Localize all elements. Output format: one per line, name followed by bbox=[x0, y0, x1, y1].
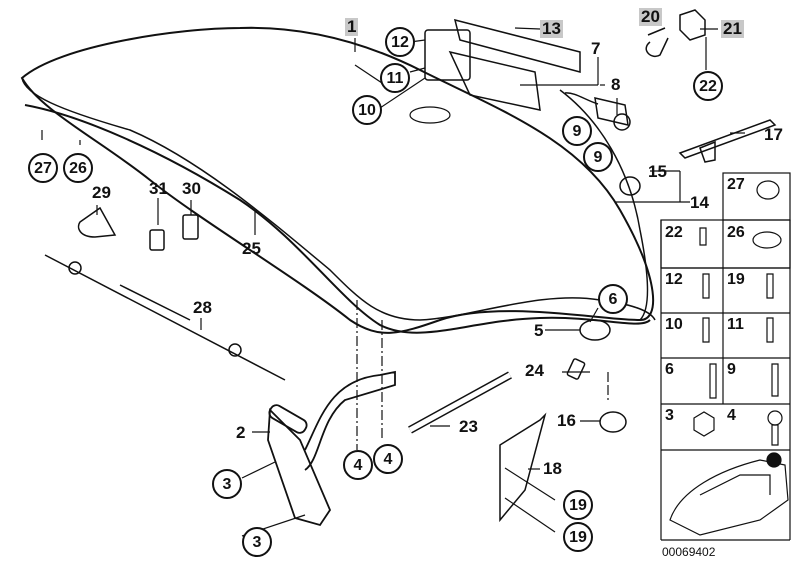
legend-cell-3[interactable]: 3 bbox=[665, 407, 674, 424]
callout-3-lower[interactable]: 3 bbox=[242, 527, 272, 557]
callout-1[interactable]: 1 bbox=[345, 17, 359, 36]
callout-21[interactable]: 21 bbox=[721, 19, 744, 38]
legend-cell-11[interactable]: 11 bbox=[727, 316, 744, 333]
buffer-15 bbox=[619, 176, 641, 196]
callout-5[interactable]: 5 bbox=[534, 321, 544, 340]
callout-13[interactable]: 13 bbox=[540, 19, 563, 38]
callout-6[interactable]: 6 bbox=[598, 284, 628, 314]
actuator-motor bbox=[564, 92, 631, 131]
callout-4-right[interactable]: 4 bbox=[373, 444, 403, 474]
car-illustration bbox=[669, 452, 789, 536]
trunk-lid-inner-edge bbox=[21, 77, 656, 321]
callout-24[interactable]: 24 bbox=[525, 361, 544, 380]
callout-4-left[interactable]: 4 bbox=[343, 450, 373, 480]
callout-10[interactable]: 10 bbox=[352, 95, 382, 125]
bracket-21 bbox=[645, 9, 706, 57]
legend-cell-10[interactable]: 10 bbox=[665, 316, 683, 333]
callout-9-upper[interactable]: 9 bbox=[562, 116, 592, 146]
legend-cell-4[interactable]: 4 bbox=[727, 407, 736, 424]
callout-19-lower[interactable]: 19 bbox=[563, 522, 593, 552]
trunk-lid-right-edge bbox=[559, 89, 649, 321]
hinge-2 bbox=[267, 370, 396, 527]
legend-cell-26[interactable]: 26 bbox=[727, 224, 745, 241]
callout-23[interactable]: 23 bbox=[459, 417, 478, 436]
callout-3-upper[interactable]: 3 bbox=[212, 469, 242, 499]
legend-cell-22[interactable]: 22 bbox=[665, 224, 683, 241]
callout-11[interactable]: 11 bbox=[380, 63, 410, 93]
trunk-lid-lower-edge bbox=[24, 104, 651, 334]
legend-cell-27[interactable]: 27 bbox=[727, 176, 745, 193]
callout-20[interactable]: 20 bbox=[639, 7, 662, 26]
callout-19-upper[interactable]: 19 bbox=[563, 490, 593, 520]
lock-assembly bbox=[424, 18, 581, 111]
legend-cell-6[interactable]: 6 bbox=[665, 361, 674, 378]
trunk-lid-hole bbox=[409, 106, 451, 124]
legend-grid bbox=[660, 172, 791, 541]
light-24 bbox=[566, 358, 586, 380]
callout-15[interactable]: 15 bbox=[648, 162, 667, 181]
callout-8[interactable]: 8 bbox=[611, 75, 621, 94]
callout-29[interactable]: 29 bbox=[92, 183, 111, 202]
legend-cell-9[interactable]: 9 bbox=[727, 361, 736, 378]
legend-cell-12[interactable]: 12 bbox=[665, 271, 683, 288]
callout-22[interactable]: 22 bbox=[693, 71, 723, 101]
callout-12[interactable]: 12 bbox=[385, 27, 415, 57]
callout-17[interactable]: 17 bbox=[764, 125, 783, 144]
callout-18[interactable]: 18 bbox=[543, 459, 562, 478]
clip-31 bbox=[149, 229, 165, 251]
cable-28 bbox=[44, 254, 286, 381]
legend-cell-19[interactable]: 19 bbox=[727, 271, 745, 288]
clip-30 bbox=[182, 214, 199, 240]
bracket-18 bbox=[499, 412, 547, 523]
legend-part-icons bbox=[693, 180, 783, 446]
diagram-number: 00069402 bbox=[662, 545, 716, 559]
callout-28[interactable]: 28 bbox=[193, 298, 212, 317]
trunk-lid-outline bbox=[20, 26, 655, 334]
callout-7[interactable]: 7 bbox=[591, 39, 601, 58]
callout-30[interactable]: 30 bbox=[182, 179, 201, 198]
handle-29 bbox=[77, 206, 117, 238]
callout-9-lower[interactable]: 9 bbox=[583, 142, 613, 172]
callout-2[interactable]: 2 bbox=[236, 423, 246, 442]
callout-27[interactable]: 27 bbox=[28, 153, 58, 183]
clip-17 bbox=[678, 119, 777, 163]
callout-26[interactable]: 26 bbox=[63, 153, 93, 183]
gas-strut-23 bbox=[408, 371, 512, 434]
callout-31[interactable]: 31 bbox=[149, 179, 168, 198]
callout-16[interactable]: 16 bbox=[557, 411, 576, 430]
ring-16 bbox=[599, 411, 627, 433]
callout-25[interactable]: 25 bbox=[242, 239, 261, 258]
bumper-5 bbox=[579, 319, 611, 341]
callout-14[interactable]: 14 bbox=[690, 193, 709, 212]
